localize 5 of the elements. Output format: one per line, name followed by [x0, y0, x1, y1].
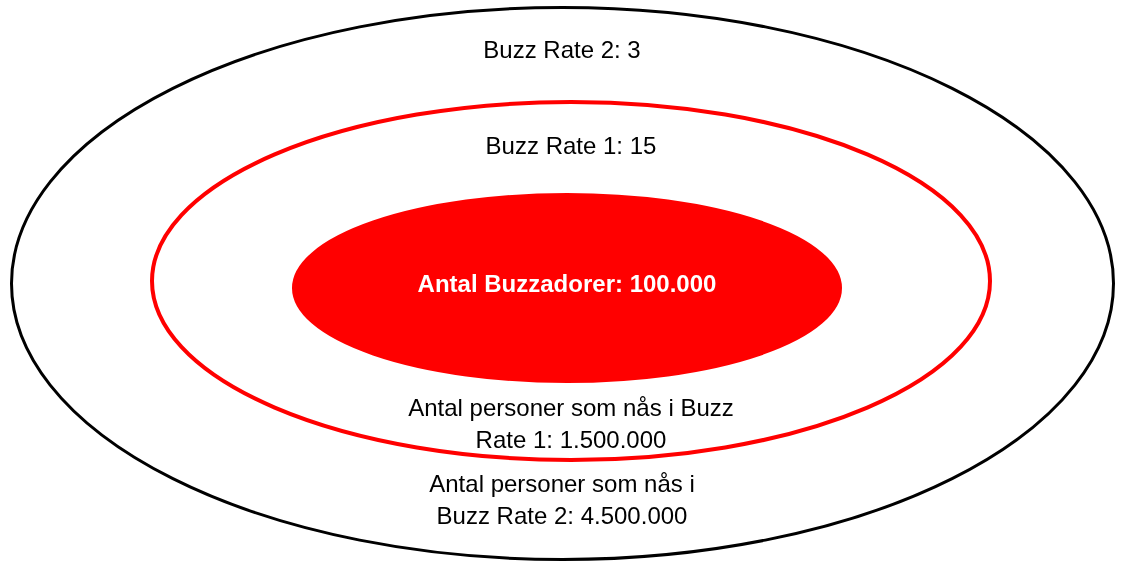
reach-label: Antal personer som nås i Buzz Rate 1: 1.500.000 [407, 393, 735, 455]
rate-label: Buzz Rate 1: 15 [484, 131, 658, 161]
reach-label: Antal personer som nås i Buzz Rate 2: 4.500.000 [428, 469, 696, 531]
rate-label: Buzz Rate 2: 3 [482, 35, 642, 65]
count-label: Antal Buzzadorer: 100.000 [416, 269, 718, 299]
